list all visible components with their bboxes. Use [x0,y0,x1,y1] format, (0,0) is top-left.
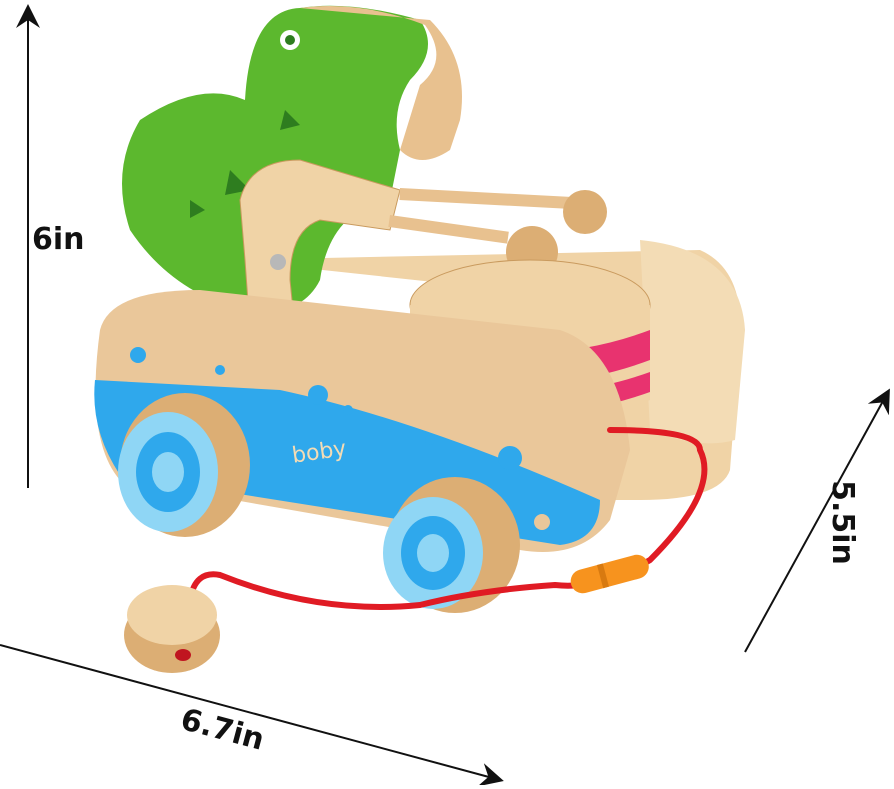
pull-string [187,427,708,610]
width-arrow-icon [744,388,890,653]
string-bead [570,554,649,594]
height-dimension-label: 6in [32,222,85,257]
pull-handle [124,585,220,673]
width-dimension-label: 5.5in [824,480,860,565]
front-left-wheel [118,393,250,537]
length-arrow-icon [0,644,504,787]
front-right-wheel [383,477,520,613]
crocodile-figure [122,5,428,312]
